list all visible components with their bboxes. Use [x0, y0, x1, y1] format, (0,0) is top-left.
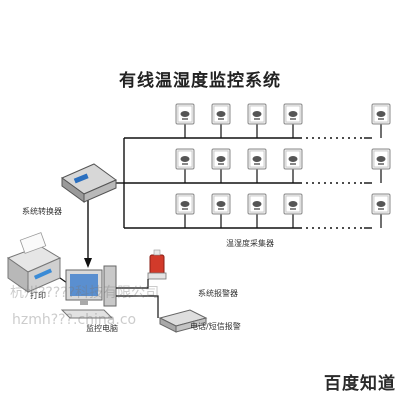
monitor-pc-label: 监控电脑	[86, 324, 118, 333]
sms-alarm-label: 电话/短信报警	[190, 322, 241, 331]
alarm-label: 系统报警器	[198, 289, 238, 298]
temp-humidity-sensor	[371, 103, 391, 125]
monitor-pc-device	[60, 265, 117, 319]
temp-humidity-sensor	[211, 193, 231, 215]
system-converter-device	[61, 163, 117, 203]
collector-label: 温湿度采集器	[226, 239, 274, 248]
printer-device	[6, 232, 62, 293]
converter-to-pc-arrow	[84, 197, 92, 268]
print-label: 打印	[30, 291, 46, 300]
temp-humidity-sensor	[247, 103, 267, 125]
sensor-row	[124, 148, 391, 184]
temp-humidity-sensor	[247, 148, 267, 170]
temp-humidity-sensor	[175, 148, 195, 170]
watermark-url: hzmh???.china.co	[12, 312, 137, 328]
watermark-company: 杭州?????科技有限公司	[10, 285, 160, 301]
temp-humidity-sensor	[283, 103, 303, 125]
sensor-row	[124, 193, 391, 229]
alarm-siren-device	[147, 249, 167, 280]
temp-humidity-sensor	[371, 193, 391, 215]
pc-alarm-links	[116, 279, 159, 318]
converter-label: 系统转换器	[22, 207, 62, 216]
diagram-title: 有线温湿度监控系统	[119, 71, 281, 91]
temp-humidity-sensor	[211, 103, 231, 125]
baidu-zhidao-logo: 百度知道	[324, 374, 396, 394]
temp-humidity-sensor	[283, 148, 303, 170]
sensor-row	[124, 103, 391, 139]
temp-humidity-sensor	[175, 103, 195, 125]
sensor-rows	[124, 103, 391, 229]
temp-humidity-sensor	[211, 148, 231, 170]
temp-humidity-sensor	[175, 193, 195, 215]
temp-humidity-sensor	[247, 193, 267, 215]
sms-alarm-device	[158, 309, 208, 333]
temp-humidity-sensor	[371, 148, 391, 170]
temp-humidity-sensor	[283, 193, 303, 215]
